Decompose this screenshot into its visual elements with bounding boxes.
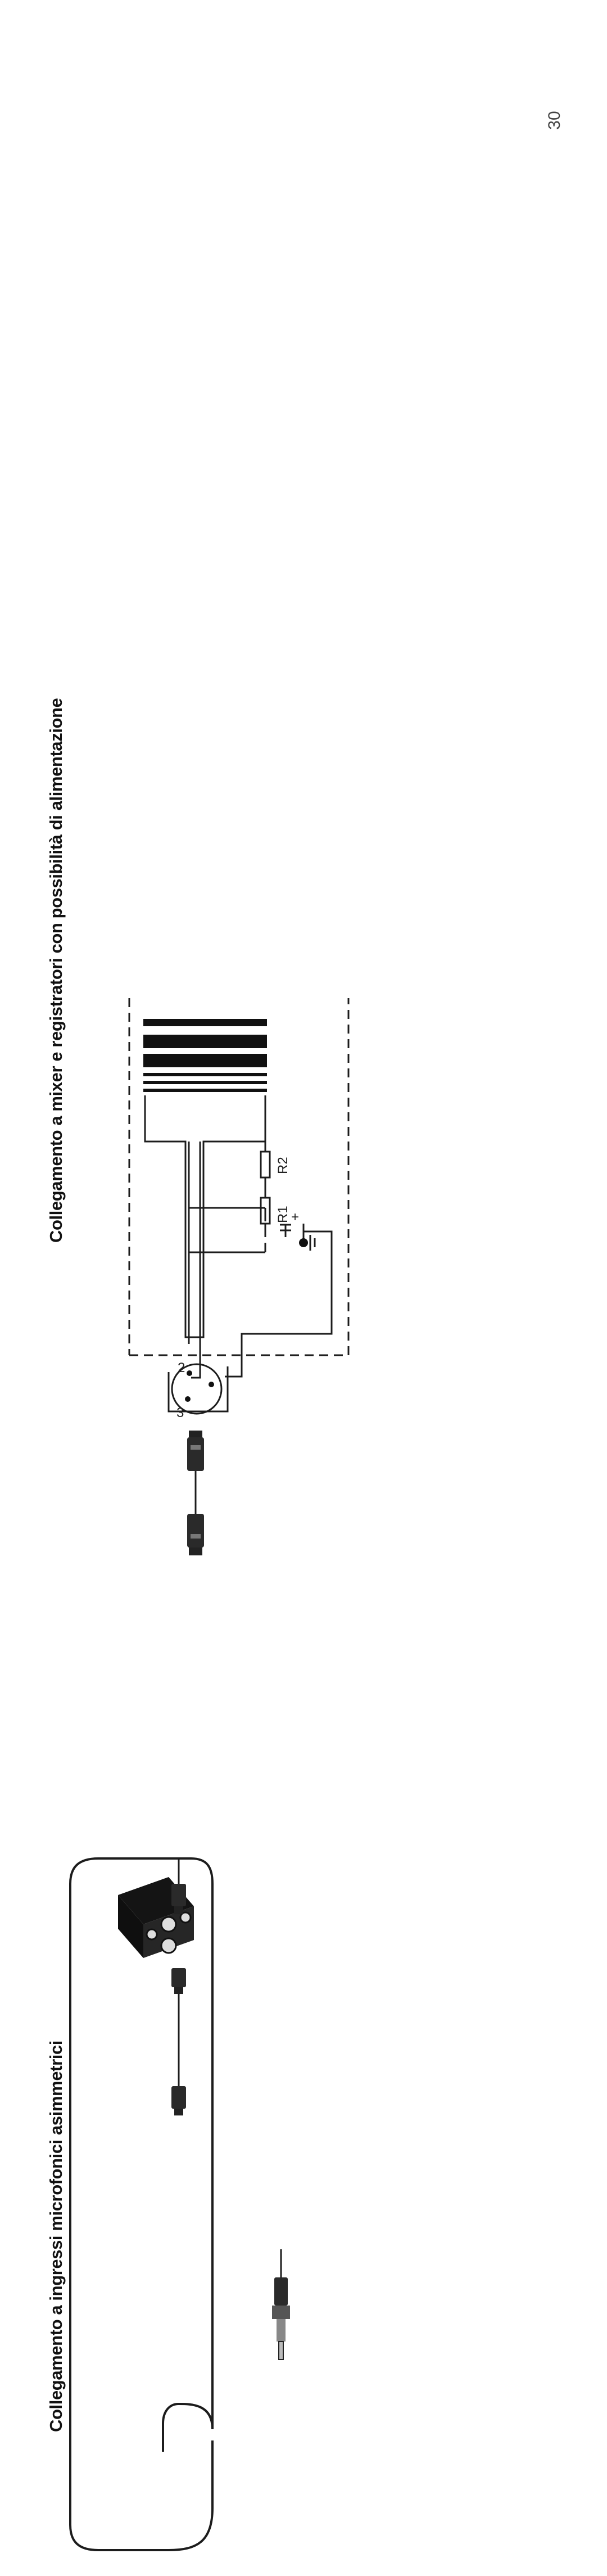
ground-capacitor-icon — [280, 1224, 316, 1251]
pin-2-label: 2 — [178, 1360, 185, 1375]
xlr-socket-icon — [167, 1363, 229, 1415]
xlr-cable-icon — [187, 1431, 204, 1555]
pin-3-label: 3 — [176, 1405, 184, 1420]
enclosure-dashed-outline — [128, 998, 350, 1356]
r1-label: R1 — [275, 1206, 291, 1223]
cable-loop — [69, 1857, 214, 2551]
transformer-icon — [143, 1019, 267, 1338]
r2-label: R2 — [275, 1157, 291, 1174]
asymmetric-input-diagram — [69, 1857, 290, 2551]
wiring-lines — [188, 1142, 333, 1379]
mixer-wiring-diagram: + R2 R1 2 3 — [128, 998, 350, 1462]
xlr-cable-middle-icon — [171, 1968, 186, 2115]
jack-plug-icon — [272, 2249, 290, 2360]
xlr-connector-top-icon — [171, 1858, 186, 1914]
plus-label: + — [291, 1210, 299, 1225]
resistor-r2 — [260, 1151, 271, 1179]
